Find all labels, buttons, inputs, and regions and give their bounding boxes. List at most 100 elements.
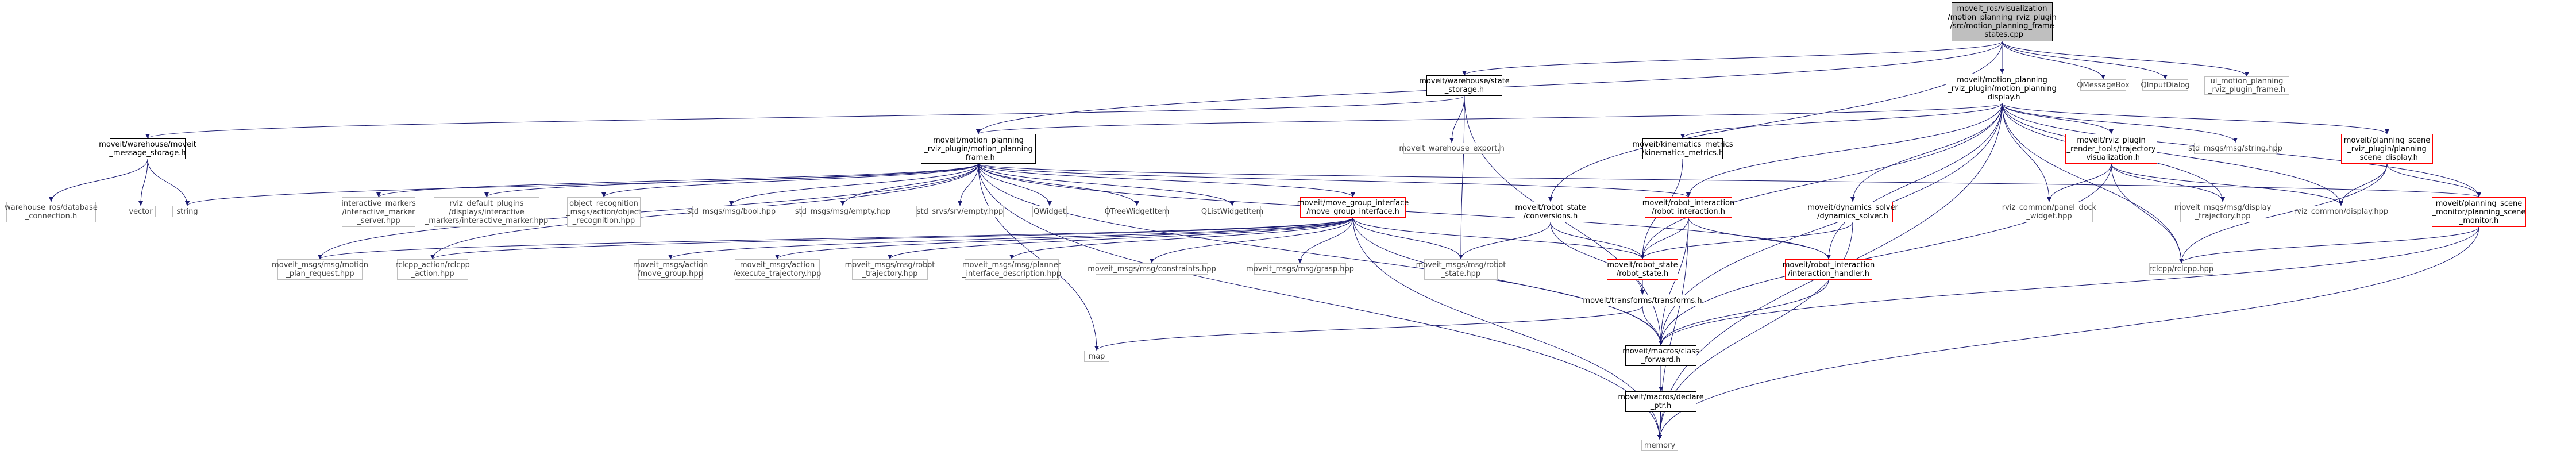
- node-display-trajectory: moveit_msgs/msg/display _trajectory.hpp: [2174, 202, 2271, 222]
- include-edge: [1826, 103, 2003, 260]
- node-qtreewidgetitem: QTreeWidgetItem: [1105, 206, 1169, 217]
- node-srv-empty: std_srvs/srv/empty.hpp: [916, 206, 1004, 217]
- node-mp-display[interactable]: moveit/motion_planning _rviz_plugin/moti…: [1946, 74, 2058, 103]
- node-qlistwidgetitem: QListWidgetItem: [1201, 206, 1263, 217]
- node-execute-trajectory: moveit_msgs/action /execute_trajectory.h…: [734, 259, 821, 280]
- include-edge: [978, 163, 1099, 351]
- include-edge: [1462, 41, 2003, 76]
- include-edge: [1659, 279, 1829, 346]
- node-warehouse-export: moveit_warehouse_export.h: [1399, 143, 1505, 154]
- node-message-storage[interactable]: moveit/warehouse/moveit _message_storage…: [99, 138, 196, 159]
- node-string: string: [172, 206, 202, 217]
- include-edge: [318, 163, 979, 260]
- include-edge: [1642, 306, 1663, 346]
- include-edge: [2179, 226, 2479, 264]
- node-robot-interaction[interactable]: moveit/robot_interaction /robot_interact…: [1642, 197, 1734, 218]
- include-edge: [1150, 217, 1353, 264]
- include-edge: [2047, 163, 2112, 202]
- node-trajectory-visualization[interactable]: moveit/rviz_plugin _render_tools/traject…: [2065, 134, 2157, 164]
- include-edge: [138, 159, 148, 206]
- include-edge: [1009, 217, 1353, 260]
- node-qwidget: QWidget: [1032, 206, 1067, 217]
- node-state-storage[interactable]: moveit/warehouse/state _storage.h: [1419, 75, 1510, 96]
- include-edge: [2002, 41, 2168, 80]
- include-edge: [2002, 41, 2249, 77]
- node-robot-state-h[interactable]: moveit/robot_state /robot_state.h: [1607, 259, 1678, 280]
- node-mp-frame[interactable]: moveit/motion_planning _rviz_plugin/moti…: [921, 134, 1036, 164]
- include-edge: [145, 95, 1465, 139]
- include-edge: [2002, 41, 2105, 80]
- include-edge: [1659, 226, 2479, 346]
- include-edge: [1657, 411, 1663, 440]
- node-robot-state-msg: moveit_msgs/msg/robot _state.hpp: [1416, 259, 1506, 280]
- include-edge: [1659, 217, 1689, 346]
- node-rclcpp-action: rclcpp_action/rclcpp _action.hpp: [395, 259, 470, 280]
- include-edge: [1680, 103, 2003, 139]
- include-edge: [958, 163, 979, 206]
- include-edge: [1352, 217, 1463, 260]
- include-edge: [430, 217, 1353, 260]
- include-edge: [978, 163, 2481, 198]
- include-edge: [1548, 41, 2003, 202]
- node-std-string-hpp: std_msgs/msg/string.hpp: [2188, 143, 2282, 154]
- node-rviz-display: rviz_common/display.hpp: [2294, 206, 2388, 217]
- node-transforms[interactable]: moveit/transforms/transforms.h: [1583, 295, 1702, 306]
- include-edge: [2111, 163, 2225, 202]
- node-object-recognition: object_recognition _msgs/action/object _…: [566, 197, 641, 227]
- include-edge: [1094, 306, 1643, 351]
- include-edge: [1298, 217, 1353, 264]
- node-qmessagebox: QMessageBox: [2077, 79, 2130, 91]
- include-edge: [2002, 103, 2343, 206]
- include-edge: [2111, 163, 2343, 206]
- include-edge: [775, 217, 1353, 260]
- node-motion-plan-request: moveit_msgs/msg/motion _plan_request.hpp: [272, 259, 368, 280]
- node-rclcpp: rclcpp/rclcpp.hpp: [2149, 263, 2213, 275]
- include-edge: [1640, 222, 1853, 260]
- include-edge: [1686, 103, 2003, 198]
- include-edge: [2002, 103, 2238, 143]
- node-rviz-default-plugins: rviz_default_plugins /displays/interacti…: [425, 197, 548, 227]
- include-edge: [1657, 226, 2479, 440]
- include-edge: [1688, 217, 1831, 260]
- node-vector: vector: [126, 206, 156, 217]
- include-edge: [2002, 103, 2184, 264]
- node-bool-hpp: std_msgs/msg/bool.hpp: [687, 206, 776, 217]
- include-edge: [318, 217, 1353, 260]
- include-edge: [601, 163, 979, 198]
- include-edge: [2002, 103, 2051, 202]
- include-edge: [1659, 163, 2112, 346]
- node-root: moveit_ros/visualization /motion_plannin…: [1948, 2, 2057, 41]
- node-planning-scene-monitor[interactable]: moveit/planning_scene _monitor/planning_…: [2432, 197, 2526, 227]
- include-edge: [2111, 163, 2184, 264]
- node-interaction-handler[interactable]: moveit/robot_interaction /interaction_ha…: [1783, 259, 1875, 280]
- include-edge: [1550, 222, 1645, 260]
- node-declare-ptr[interactable]: moveit/macros/declare _ptr.h: [1618, 391, 1704, 412]
- include-edge: [1352, 217, 1663, 346]
- include-edge: [978, 163, 1052, 206]
- include-edge: [976, 103, 2003, 134]
- include-edge: [888, 217, 1353, 260]
- node-planning-scene-display[interactable]: moveit/planning_scene _rviz_plugin/plann…: [2341, 134, 2433, 164]
- node-empty-hpp: std_msgs/msg/empty.hpp: [795, 206, 890, 217]
- node-panel-dock-widget: rviz_common/panel_dock _widget.hpp: [2002, 202, 2096, 222]
- node-constraints: moveit_msgs/msg/constraints.hpp: [1088, 263, 1216, 275]
- node-class-forward[interactable]: moveit/macros/class _forward.h: [1622, 345, 1699, 366]
- include-edge: [484, 163, 979, 198]
- include-edge: [840, 163, 979, 206]
- node-ui-frame: ui_motion_planning _rviz_plugin_frame.h: [2204, 76, 2289, 95]
- include-edge: [49, 159, 148, 202]
- include-edge: [376, 163, 979, 198]
- node-kinematics-metrics[interactable]: moveit/kinematics_metrics /kinematics_me…: [1632, 138, 1733, 159]
- node-memory: memory: [1641, 440, 1678, 451]
- include-edge: [729, 163, 979, 206]
- include-edge: [2386, 163, 2481, 198]
- include-edge: [978, 163, 1691, 198]
- node-planner-interface: moveit_msgs/msg/planner _interface_descr…: [962, 259, 1061, 280]
- node-grasp: moveit_msgs/msg/grasp.hpp: [1246, 263, 1354, 275]
- node-dynamics-solver[interactable]: moveit/dynamics_solver /dynamics_solver.…: [1807, 202, 1898, 222]
- include-edge: [668, 217, 1353, 260]
- node-move-group-interface[interactable]: moveit/move_group_interface /move_group_…: [1297, 197, 1409, 218]
- node-robot-state-conversions[interactable]: moveit/robot_state /conversions.h: [1515, 202, 1586, 222]
- include-edge: [1550, 222, 1645, 295]
